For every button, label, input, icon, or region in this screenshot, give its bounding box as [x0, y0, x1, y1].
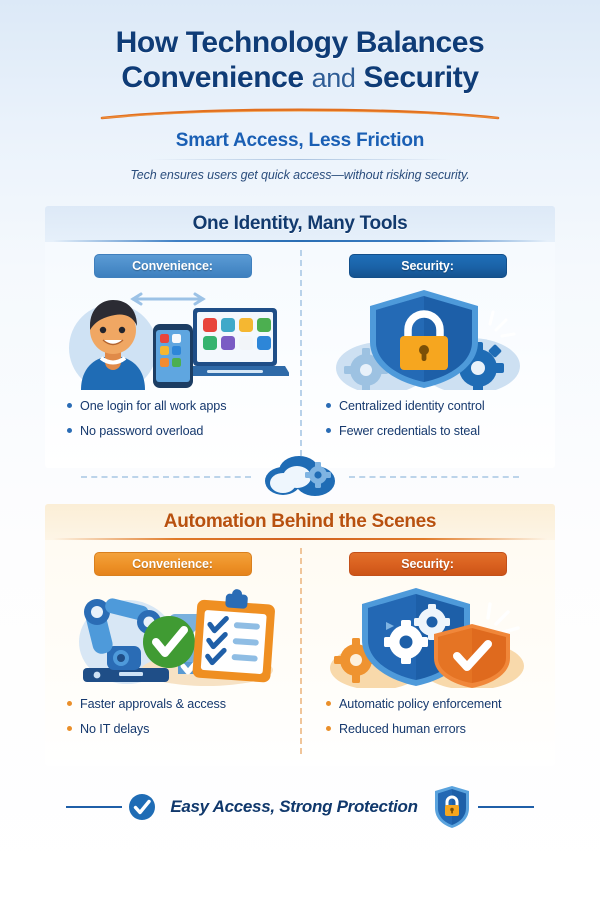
page-title: How Technology Balances Convenience and … — [0, 26, 600, 96]
security-column-automation: Security: — [300, 540, 555, 766]
section-one-identity-header: One Identity, Many Tools — [45, 206, 555, 242]
user-devices-illustration — [45, 284, 300, 392]
header: How Technology Balances Convenience and … — [0, 0, 600, 182]
footer-text: Easy Access, Strong Protection — [170, 797, 418, 816]
pill-security-identity[interactable]: Security: — [348, 254, 507, 278]
convenience-column-identity: Convenience: — [45, 242, 300, 468]
lede-text: Tech ensures users get quick access—with… — [130, 167, 470, 182]
title-word-security: Security — [363, 60, 479, 94]
check-circle-icon — [128, 793, 156, 821]
pill-convenience-automation[interactable]: Convenience: — [93, 552, 252, 576]
footer-rule-left — [66, 806, 123, 808]
section-automation-header: Automation Behind the Scenes — [45, 504, 555, 540]
title-line-2: Convenience and Security — [0, 61, 600, 96]
robot-arm-checklist-illustration — [45, 582, 300, 690]
title-line-1: How Technology Balances — [115, 26, 485, 59]
list-item: Reduced human errors — [326, 721, 545, 737]
section-divider — [0, 452, 600, 502]
section-automation-title: Automation Behind the Scenes — [163, 511, 437, 532]
divider-dash-left — [81, 476, 251, 478]
list-item: No IT delays — [67, 721, 290, 737]
title-word-and: and — [311, 62, 356, 93]
list-item: No password overload — [67, 423, 290, 439]
convenience-bullets-identity: One login for all work apps No password … — [45, 398, 300, 439]
column-divider — [300, 250, 302, 456]
pill-convenience-identity[interactable]: Convenience: — [93, 254, 252, 278]
section-one-identity-columns: Convenience: — [45, 242, 555, 468]
column-divider — [300, 548, 302, 754]
list-item: Fewer credentials to steal — [326, 423, 545, 439]
shield-lock-icon — [432, 784, 472, 830]
title-word-convenience: Convenience — [121, 60, 304, 94]
section-one-identity: One Identity, Many Tools Convenience: — [45, 206, 555, 468]
section-automation: Automation Behind the Scenes Convenience… — [45, 504, 555, 766]
shield-lock-cloud-illustration — [300, 284, 555, 392]
security-bullets-identity: Centralized identity control Fewer crede… — [300, 398, 555, 439]
security-bullets-automation: Automatic policy enforcement Reduced hum… — [300, 696, 555, 737]
shield-gears-check-illustration — [300, 582, 555, 690]
footer-banner: Easy Access, Strong Protection — [0, 778, 600, 836]
convenience-bullets-automation: Faster approvals & access No IT delays — [45, 696, 300, 737]
list-item: One login for all work apps — [67, 398, 290, 414]
footer-rule-right — [477, 806, 534, 808]
section-one-identity-title: One Identity, Many Tools — [192, 213, 408, 234]
convenience-column-automation: Convenience: — [45, 540, 300, 766]
title-swoosh-divider — [100, 105, 500, 121]
subtitle-divider — [150, 158, 450, 160]
pill-security-automation[interactable]: Security: — [348, 552, 507, 576]
cloud-gear-icon — [257, 453, 343, 502]
list-item: Centralized identity control — [326, 398, 545, 414]
list-item: Automatic policy enforcement — [326, 696, 545, 712]
security-column-identity: Security: — [300, 242, 555, 468]
list-item: Faster approvals & access — [67, 696, 290, 712]
divider-dash-right — [349, 476, 519, 478]
subtitle: Smart Access, Less Friction — [175, 129, 425, 151]
section-automation-columns: Convenience: — [45, 540, 555, 766]
